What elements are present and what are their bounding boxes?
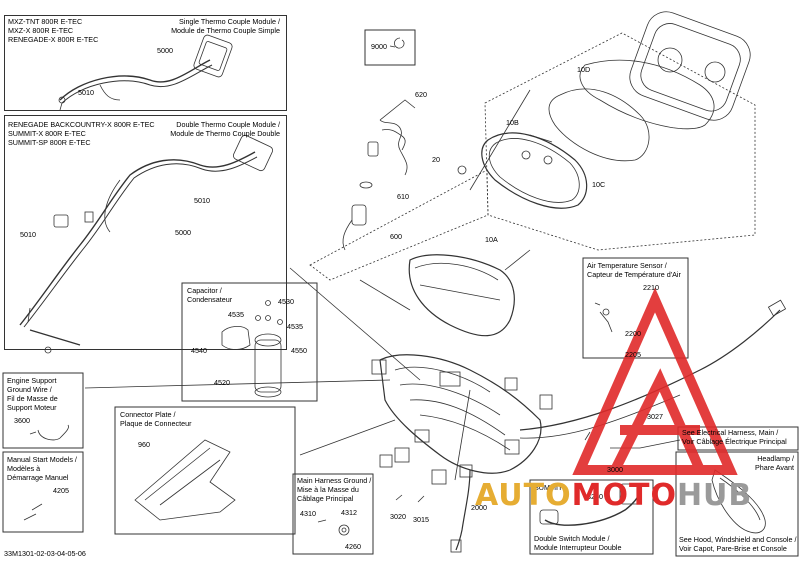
- part-620: 620: [415, 90, 427, 99]
- part-20: 20: [432, 155, 440, 164]
- part-10d: 10D: [577, 65, 591, 74]
- part-4535b: 4535: [287, 322, 303, 331]
- part-10c: 10C: [592, 180, 606, 189]
- part-5010a: 5010: [78, 88, 94, 97]
- double-switch-2: Module Interrupteur Double: [534, 543, 622, 552]
- double-switch-1: Double Switch Module /: [534, 534, 610, 543]
- watermark-logo: [572, 287, 738, 475]
- part-4530: 4530: [278, 297, 294, 306]
- models-single-2: MXZ-X 800R E-TEC: [8, 26, 74, 35]
- part-2000: 2000: [471, 503, 487, 512]
- part-4312: 4312: [341, 508, 357, 517]
- headlamp-1: Headlamp /: [757, 454, 794, 463]
- part-3600: 3600: [14, 416, 30, 425]
- part-4310: 4310: [300, 509, 316, 518]
- part-4260: 4260: [345, 542, 361, 551]
- part-3250: 3250: [587, 492, 603, 501]
- models-double-1: RENEGADE BACKCOUNTRY-X 800R E-TEC: [8, 120, 155, 129]
- headlamp-2: Phare Avant: [754, 463, 794, 472]
- air-temp-2: Capteur de Température d'Air: [587, 270, 681, 279]
- part-2200: 2200: [625, 329, 641, 338]
- part-5010c: 5010: [20, 230, 36, 239]
- part-600: 600: [390, 232, 402, 241]
- watermark-text: AUTOMOTOHUB: [475, 478, 753, 513]
- connector-plate-1: Connector Plate /: [120, 410, 176, 419]
- part-4535a: 4535: [228, 310, 244, 319]
- part-4540: 4540: [191, 346, 207, 355]
- manual-start-3: Démarrage Manuel: [7, 473, 69, 482]
- part-4205: 4205: [53, 486, 69, 495]
- air-temp-1: Air Temperature Sensor /: [587, 261, 667, 270]
- single-thermo-label-1: Single Thermo Couple Module /: [179, 17, 280, 26]
- part-610: 610: [397, 192, 409, 201]
- part-5010b: 5010: [194, 196, 210, 205]
- engine-support-4: Support Moteur: [7, 403, 57, 412]
- single-thermo-label-2: Module de Thermo Couple Simple: [171, 26, 280, 35]
- part-4520: 4520: [214, 378, 230, 387]
- see-hood-2: Voir Capot, Pare-Brise et Console: [679, 544, 787, 553]
- part-5000a: 5000: [157, 46, 173, 55]
- part-2205: 2205: [625, 350, 641, 359]
- engine-support-3: Fil de Masse de: [7, 394, 58, 403]
- see-electrical-2: Voir Câblage Électrique Principal: [682, 437, 787, 446]
- models-double-3: SUMMIT-SP 800R E-TEC: [8, 138, 91, 147]
- part-4550: 4550: [291, 346, 307, 355]
- double-thermo-label-2: Module de Thermo Couple Double: [170, 129, 280, 138]
- main-ground-2: Mise à la Masse du: [297, 485, 359, 494]
- part-3015: 3015: [413, 515, 429, 524]
- part-3027: 3027: [647, 412, 663, 421]
- capacitor-label-1: Capacitor /: [187, 286, 222, 295]
- models-single-1: MXZ-TNT 800R E-TEC: [8, 17, 83, 26]
- main-ground-1: Main Harness Ground /: [297, 476, 372, 485]
- footer-code: 33M1301-02-03-04-05-06: [4, 549, 86, 558]
- part-960: 960: [138, 440, 150, 449]
- see-hood-1: See Hood, Windshield and Console /: [679, 535, 797, 544]
- part-2210: 2210: [643, 283, 659, 292]
- engine-support-1: Engine Support: [7, 376, 57, 385]
- connector-plate-2: Plaque de Connecteur: [120, 419, 192, 428]
- engine-support-2: Ground Wire /: [7, 385, 52, 394]
- see-electrical-1: See Electrical Harness, Main /: [682, 428, 779, 437]
- manual-start-1: Manual Start Models /: [7, 455, 77, 464]
- part-3000: 3000: [607, 465, 623, 474]
- single-thermo-box: [4, 15, 287, 111]
- main-ground-3: Câblage Principal: [297, 494, 354, 503]
- double-thermo-box: [4, 115, 287, 350]
- part-10b: 10B: [506, 118, 519, 127]
- models-double-2: SUMMIT-X 800R E-TEC: [8, 129, 86, 138]
- part-3020: 3020: [390, 512, 406, 521]
- part-10a: 10A: [485, 235, 498, 244]
- manual-start-2: Modèles à: [7, 464, 41, 473]
- capacitor-label-2: Condensateur: [187, 295, 233, 304]
- models-single-3: RENEGADE-X 800R E-TEC: [8, 35, 99, 44]
- part-9000: 9000: [371, 42, 387, 51]
- part-5000b: 5000: [175, 228, 191, 237]
- summit-label: SUMMIT: [534, 483, 563, 492]
- double-thermo-label-1: Double Thermo Couple Module /: [176, 120, 280, 129]
